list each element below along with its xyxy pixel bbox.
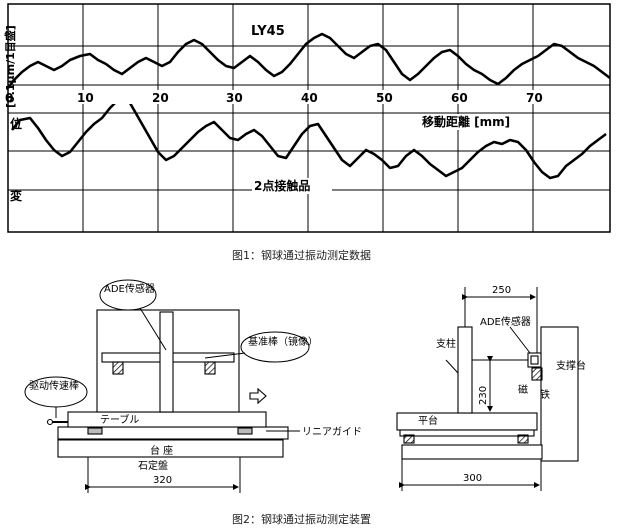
guide-block-left — [87, 427, 103, 435]
title-bg — [248, 24, 300, 38]
base-label: 台 座 — [150, 444, 173, 457]
direction-arrow — [249, 387, 267, 405]
iron-label: 铁 — [540, 388, 550, 401]
bar-support-right — [204, 361, 216, 375]
bar-support-left — [112, 361, 124, 375]
sample-bg — [252, 178, 332, 194]
y-axis-unit: [0.1μm/1目盛] — [3, 25, 17, 108]
right-column — [457, 326, 473, 414]
dim-width-right: 300 — [463, 473, 482, 484]
x-tick-10: 10 — [77, 91, 94, 105]
column-label: 支柱 — [436, 337, 456, 350]
magnet-block — [531, 367, 543, 381]
ticks-bg — [12, 90, 552, 104]
waveform-lower — [10, 94, 607, 180]
x-tick-40: 40 — [301, 91, 318, 105]
vibration-chart: LY45 0 10 20 30 40 50 60 70 移動距離 [mm] 2点… — [3, 3, 611, 233]
guide-block-right — [237, 427, 253, 435]
x-tick-60: 60 — [451, 91, 468, 105]
ade-callout-left — [99, 279, 157, 311]
table-plate — [67, 411, 267, 428]
right-base — [401, 444, 543, 460]
ade-left-label: ADE传感器 — [104, 282, 155, 295]
support-stand — [540, 326, 579, 462]
refbar-callout — [240, 331, 310, 363]
right-apparatus — [396, 326, 579, 462]
drive-label: 驱动传速棒 — [29, 379, 79, 392]
platform-label: 平台 — [418, 414, 438, 427]
y-axis-char-2: 位 — [10, 116, 22, 131]
dim-top-right: 250 — [492, 285, 511, 296]
ade-right-label: ADE传感器 — [480, 315, 531, 328]
support-label: 支撑台 — [556, 359, 586, 372]
sensor-column — [159, 311, 174, 413]
x-tick-20: 20 — [152, 91, 169, 105]
dim-250 — [462, 287, 538, 353]
dim-320 — [85, 457, 241, 493]
dim-230 — [472, 356, 528, 412]
x-tick-0: 0 — [5, 91, 13, 105]
left-apparatus — [46, 309, 300, 458]
x-tick-labels: 0 10 20 30 40 50 60 70 — [5, 91, 543, 105]
y-axis-char-1: 変 — [10, 188, 23, 203]
magnet-label: 磁 — [518, 383, 528, 396]
dim-width-left: 320 — [153, 475, 172, 486]
dim-height-right: 230 — [478, 386, 489, 405]
guide-label: リニアガイド — [302, 426, 362, 438]
figure1-caption: 图1：钢球通过振动测定数据 — [232, 249, 371, 262]
xlabel-bg — [420, 114, 532, 130]
table-label: テーブル — [100, 413, 139, 426]
x-tick-30: 30 — [226, 91, 243, 105]
ref-bar-label: 基准棒（镜像） — [248, 335, 318, 348]
x-tick-50: 50 — [376, 91, 393, 105]
sample-label: 2点接触品 — [254, 178, 310, 193]
left-callouts — [24, 279, 310, 418]
apparatus-diagram: ADE传感器 基准棒（镜像） 驱动传速棒 テーブル 台 座 石定盤 リニアガイド… — [24, 279, 586, 493]
x-axis-label: 移動距離 [mm] — [422, 114, 510, 129]
figure2-caption: 图2：钢球通过振动测定装置 — [232, 513, 371, 526]
stone-label: 石定盤 — [138, 459, 168, 472]
waveform-upper — [6, 32, 611, 89]
chart-title: LY45 — [251, 24, 285, 39]
dim-300 — [399, 459, 542, 491]
x-tick-70: 70 — [526, 91, 543, 105]
